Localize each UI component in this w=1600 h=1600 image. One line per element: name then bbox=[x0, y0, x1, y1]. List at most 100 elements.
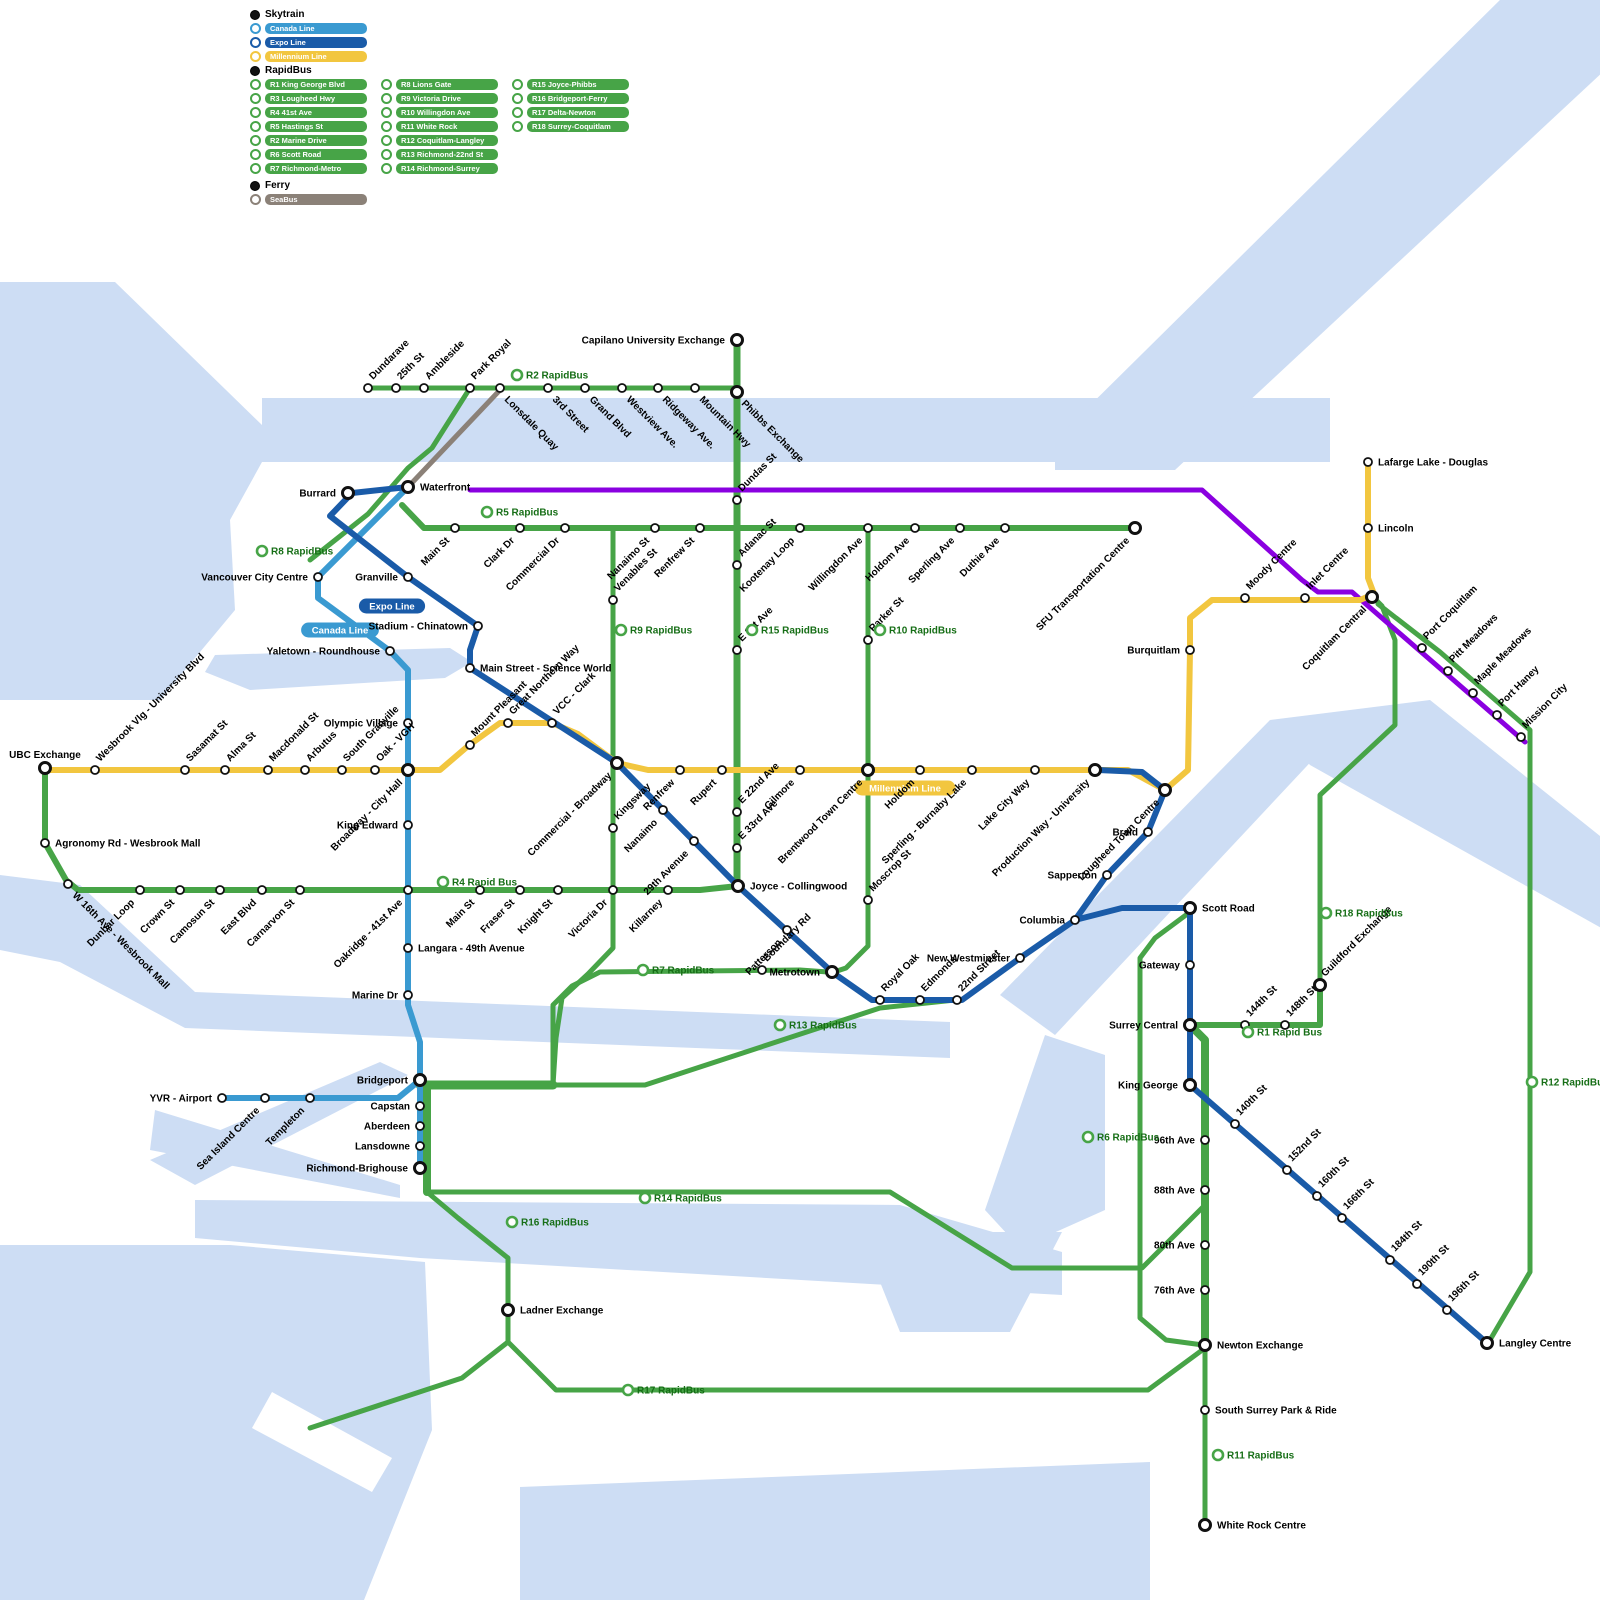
station-label: Main St bbox=[419, 535, 452, 568]
legend-route-pill: R14 Richmond-Surrey bbox=[396, 163, 498, 174]
rapidbus-route-label: R1 Rapid Bus bbox=[1257, 1028, 1322, 1039]
legend-ring-icon bbox=[250, 93, 261, 104]
station-dot bbox=[313, 572, 323, 582]
water-shape bbox=[1000, 720, 1320, 1035]
legend-row: R17 Delta-Newton bbox=[512, 107, 629, 118]
legend-row: R15 Joyce-Phibbs bbox=[512, 79, 629, 90]
station-dot bbox=[608, 823, 618, 833]
legend-route-pill: R9 Victoria Drive bbox=[396, 93, 498, 104]
station-dot bbox=[300, 765, 310, 775]
legend-route-pill: R11 White Rock bbox=[396, 121, 498, 132]
legend-ring-icon bbox=[381, 163, 392, 174]
station-dot bbox=[1200, 1185, 1210, 1195]
station-dot bbox=[1337, 1213, 1347, 1223]
legend-ring-icon bbox=[250, 121, 261, 132]
rapidbus-ring-icon bbox=[505, 1215, 519, 1229]
station-label: Boundary Rd bbox=[761, 912, 813, 964]
station-label: Nanaimo bbox=[622, 817, 660, 855]
legend-skytrain-header: Skytrain bbox=[250, 9, 629, 20]
rapidbus-ring-icon bbox=[614, 623, 628, 637]
station-label: Production Way - University bbox=[990, 777, 1092, 879]
legend-route-pill: Expo Line bbox=[265, 37, 367, 48]
station-label: Willingdon Ave bbox=[807, 535, 866, 594]
station-dot bbox=[863, 895, 873, 905]
station-dot bbox=[732, 807, 742, 817]
station-dot bbox=[501, 1303, 515, 1317]
station-label: Knight St bbox=[516, 897, 556, 937]
water-shape bbox=[0, 875, 950, 1058]
station-label: Lincoln bbox=[1378, 524, 1414, 535]
station-dot bbox=[1128, 521, 1142, 535]
station-label: YVR - Airport bbox=[150, 1094, 213, 1105]
legend-ring-icon bbox=[250, 37, 261, 48]
station-label: Agronomy Rd - Wesbrook Mall bbox=[55, 839, 201, 850]
station-dot bbox=[730, 385, 744, 399]
station-label: Sasamat St bbox=[184, 718, 230, 764]
legend-row: R12 Coquitlam-Langley bbox=[381, 135, 498, 146]
water-shape bbox=[520, 1462, 1150, 1600]
legend-ring-icon bbox=[512, 79, 523, 90]
rapidbus-route-label: R5 RapidBus bbox=[496, 508, 559, 519]
rapidbus-ring-icon bbox=[1525, 1075, 1539, 1089]
station-label: 140th St bbox=[1234, 1082, 1270, 1118]
station-dot bbox=[175, 885, 185, 895]
legend-row: R14 Richmond-Surrey bbox=[381, 163, 498, 174]
rapidbus-route-label: R4 Rapid Bus bbox=[452, 878, 517, 889]
station-label: Arbutus bbox=[304, 729, 339, 764]
line-r17-delta-newton bbox=[505, 1339, 1208, 1393]
rapidbus-route-label: R16 RapidBus bbox=[521, 1218, 589, 1229]
station-dot bbox=[1198, 1338, 1212, 1352]
station-dot bbox=[90, 765, 100, 775]
station-label: 190th St bbox=[1416, 1242, 1452, 1278]
station-dot bbox=[473, 621, 483, 631]
station-label: Ladner Exchange bbox=[520, 1306, 604, 1317]
legend-row: R10 Willingdon Ave bbox=[381, 107, 498, 118]
legend-row: R1 King George Blvd bbox=[250, 79, 367, 90]
station-dot bbox=[401, 480, 415, 494]
station-dot bbox=[617, 383, 627, 393]
station-dot bbox=[663, 885, 673, 895]
rapidbus-route-label: R10 RapidBus bbox=[889, 626, 957, 637]
station-dot bbox=[1183, 901, 1197, 915]
skytrain-icon bbox=[250, 9, 260, 20]
station-label: Marine Dr bbox=[352, 991, 398, 1002]
rapidbus-ring-icon bbox=[1319, 906, 1333, 920]
station-label: Oakridge - 41st Ave bbox=[332, 897, 406, 971]
station-dot bbox=[465, 663, 475, 673]
legend-row: R7 Richmond-Metro bbox=[250, 163, 367, 174]
water-shape bbox=[150, 1110, 400, 1198]
legend-ring-icon bbox=[250, 149, 261, 160]
station-label: Burrard bbox=[299, 489, 336, 500]
station-dot bbox=[341, 486, 355, 500]
station-label: Rupert bbox=[689, 777, 720, 808]
station-label: Granville bbox=[355, 573, 398, 584]
legend-row: Expo Line bbox=[250, 37, 629, 48]
station-dot bbox=[1385, 1255, 1395, 1265]
station-label: Joyce - Collingwood bbox=[750, 882, 847, 893]
station-label: Crown St bbox=[138, 897, 177, 936]
station-dot bbox=[1492, 710, 1502, 720]
station-label: SFU Transportation Centre bbox=[1034, 535, 1132, 633]
station-dot bbox=[1240, 593, 1250, 603]
station-label: Langley Centre bbox=[1499, 1339, 1572, 1350]
station-dot bbox=[403, 820, 413, 830]
legend-route-pill: R8 Lions Gate bbox=[396, 79, 498, 90]
legend-route-pill: R7 Richmond-Metro bbox=[265, 163, 367, 174]
line-canada-line-airport-branch bbox=[219, 1077, 423, 1101]
line-r5-hastings bbox=[399, 502, 1138, 531]
rapidbus-ring-icon bbox=[510, 368, 524, 382]
station-dot bbox=[553, 885, 563, 895]
legend-route-pill: R17 Delta-Newton bbox=[527, 107, 629, 118]
station-dot bbox=[1200, 1285, 1210, 1295]
station-label: 88th Ave bbox=[1154, 1186, 1195, 1197]
station-dot bbox=[690, 383, 700, 393]
line-r7-richmond-metro bbox=[550, 967, 831, 1088]
station-label: Waterfront bbox=[420, 483, 471, 494]
legend-ring-icon bbox=[250, 163, 261, 174]
line-expo-line bbox=[327, 484, 1078, 1003]
station-label: UBC Exchange bbox=[9, 750, 81, 761]
station-dot bbox=[1480, 1336, 1494, 1350]
legend-rapidbus-header: RapidBus bbox=[250, 65, 629, 76]
